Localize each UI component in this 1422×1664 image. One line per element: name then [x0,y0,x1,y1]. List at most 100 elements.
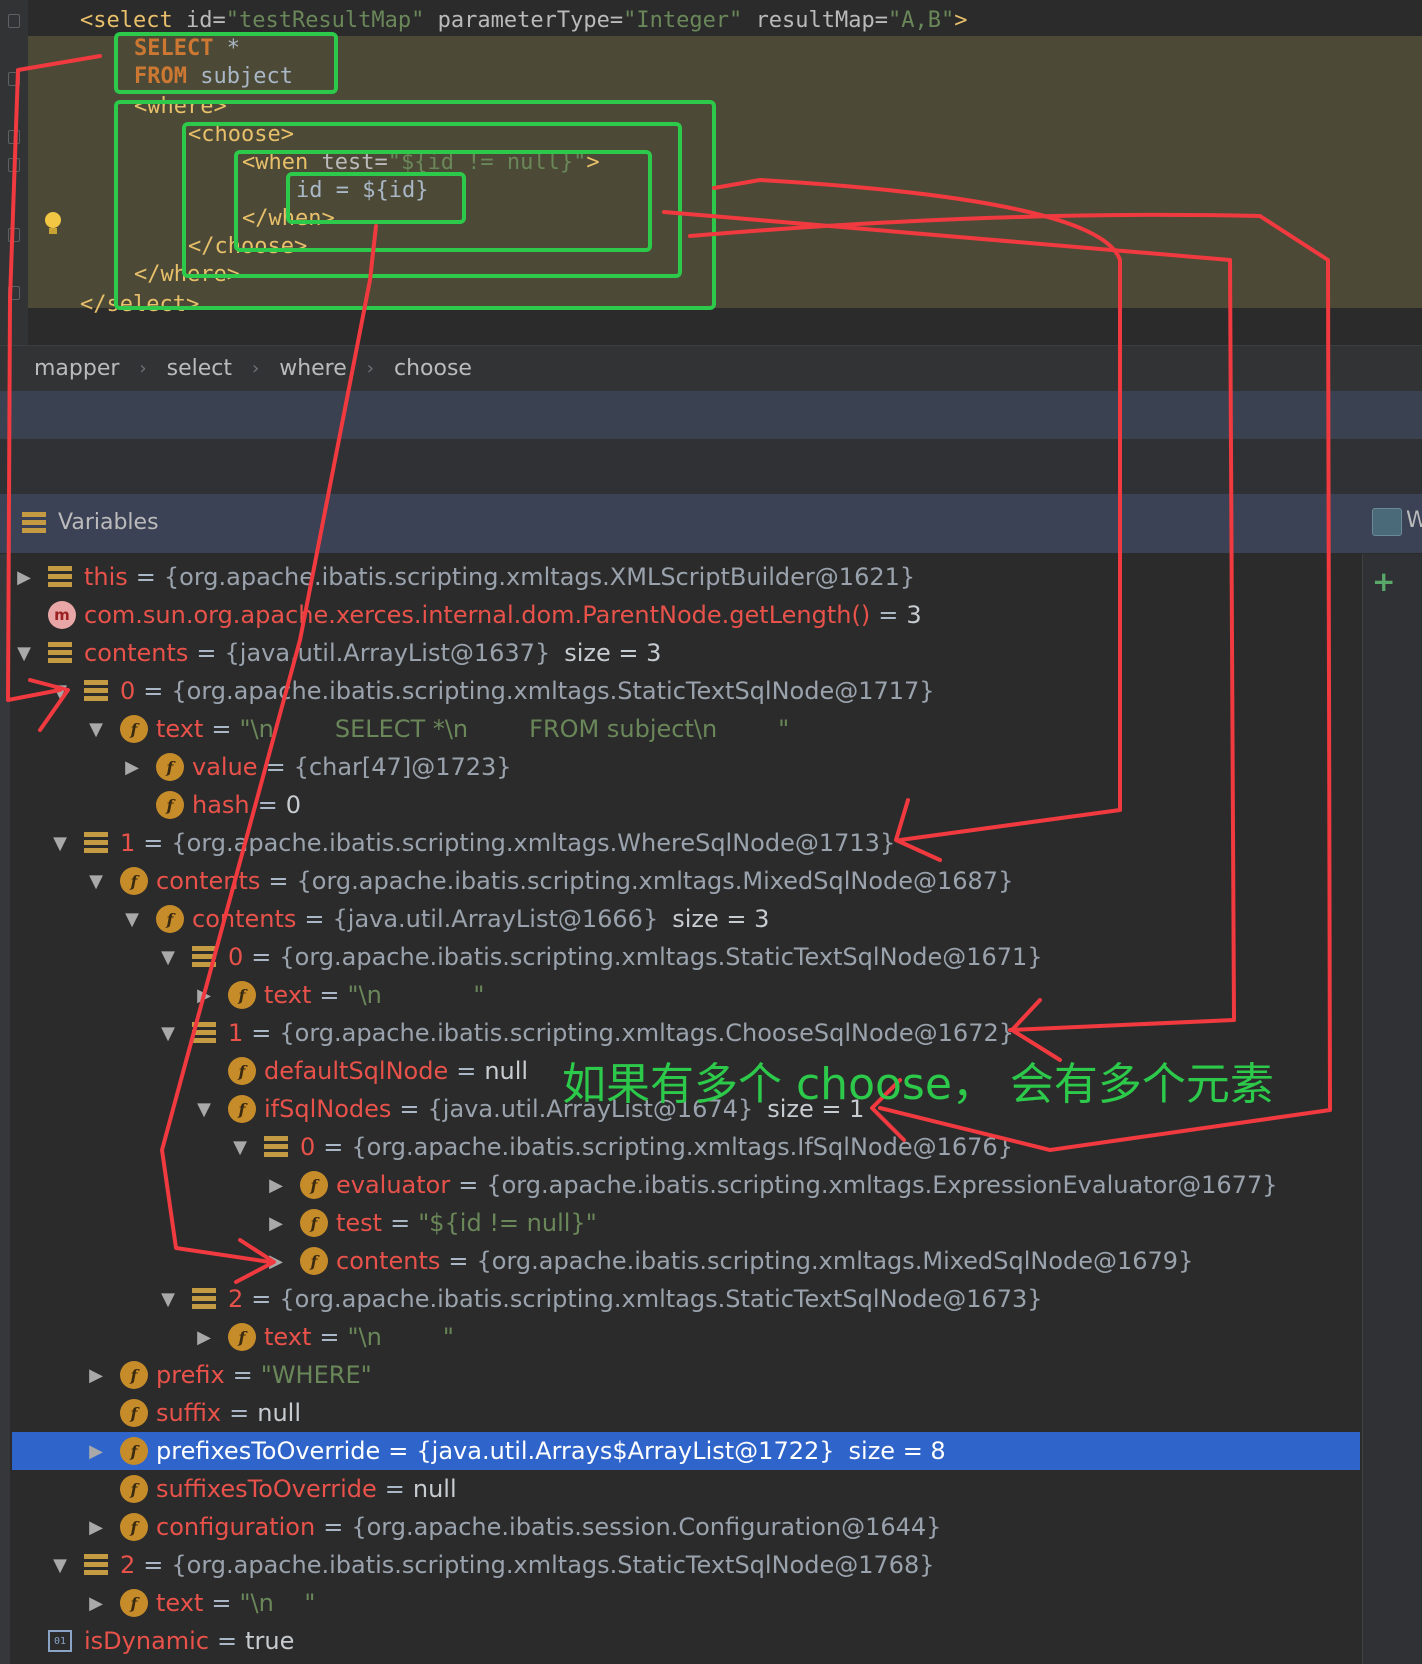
sql-text: * [213,36,240,61]
equals-sign: = [211,1589,232,1617]
expand-arrow-icon[interactable]: ▶ [89,1440,103,1462]
collapse-arrow-icon[interactable]: ▼ [161,1022,175,1044]
tree-row[interactable]: ▼2={org.apache.ibatis.scripting.xmltags.… [12,1280,1360,1318]
variable-value: {org.apache.ibatis.scripting.xmltags.IfS… [351,1133,1013,1161]
code-editor[interactable]: <select id="testResultMap" parameterType… [0,0,1422,345]
code-line-where-end[interactable]: </where> [134,260,240,290]
expand-arrow-icon[interactable]: ▶ [89,1364,103,1386]
lightbulb-icon[interactable] [42,210,64,238]
variable-name: 0 [228,943,244,971]
expand-arrow-icon[interactable]: ▶ [125,756,139,778]
attr: resultMap= [755,8,889,33]
tree-row[interactable]: ▼0={org.apache.ibatis.scripting.xmltags.… [12,1128,1360,1166]
breadcrumb-item-choose[interactable]: choose [393,356,472,381]
boolean-icon: 01 [48,1630,72,1652]
expand-arrow-icon[interactable]: ▶ [197,1326,211,1348]
collapse-arrow-icon[interactable]: ▼ [197,1098,211,1120]
collapse-arrow-icon[interactable]: ▼ [89,870,103,892]
collapse-arrow-icon[interactable]: ▼ [53,1554,67,1576]
collapse-arrow-icon[interactable]: ▼ [17,642,31,664]
code-line-choose-end[interactable]: </choose> [188,232,307,262]
fold-marker-icon[interactable] [8,130,20,144]
collapse-arrow-icon[interactable]: ▼ [161,946,175,968]
equals-sign: = [251,1019,272,1047]
code-line-select-kw[interactable]: SELECT * [134,34,240,64]
collapse-arrow-icon[interactable]: ▼ [125,908,139,930]
expand-arrow-icon[interactable]: ▶ [89,1516,103,1538]
editor-gutter[interactable] [0,0,28,345]
code-line-select-end[interactable]: </select> [80,290,199,320]
expand-arrow-icon[interactable]: ▶ [269,1212,283,1234]
code-line-select-open[interactable]: <select id="testResultMap" parameterType… [80,6,968,36]
collapse-arrow-icon[interactable]: ▼ [161,1288,175,1310]
expand-arrow-icon[interactable]: ▶ [269,1174,283,1196]
fold-marker-icon[interactable] [8,286,20,300]
breadcrumb-item-select[interactable]: select [166,356,232,381]
code-line-when-end[interactable]: </when> [242,204,335,234]
tree-row[interactable]: ▼2={org.apache.ibatis.scripting.xmltags.… [12,1546,1360,1584]
fold-marker-icon[interactable] [8,14,20,28]
code-line-where-open[interactable]: <where> [134,92,227,122]
code-line-choose-open[interactable]: <choose> [188,120,294,150]
tag: <select [80,8,173,33]
code-line-from[interactable]: FROM subject [134,62,293,92]
collapse-arrow-icon[interactable]: ▼ [233,1136,247,1158]
fold-marker-icon[interactable] [8,72,20,86]
fold-marker-icon[interactable] [8,228,20,242]
collapse-arrow-icon[interactable]: ▼ [89,718,103,740]
tree-row[interactable]: ▼1={org.apache.ibatis.scripting.xmltags.… [12,1014,1360,1052]
code-line-id-expr[interactable]: id = ${id} [296,176,428,206]
tree-row[interactable]: ▶this={org.apache.ibatis.scripting.xmlta… [12,558,1360,596]
equals-sign: = [384,1475,405,1503]
frames-area [0,438,1422,494]
equals-sign: = [143,677,164,705]
tree-row[interactable]: ▼1={org.apache.ibatis.scripting.xmltags.… [12,824,1360,862]
equals-sign: = [399,1095,420,1123]
variable-value: null [257,1399,301,1427]
variable-name: contents [84,639,189,667]
watches-tab-label[interactable]: W [1406,508,1422,533]
expand-arrow-icon[interactable]: ▶ [89,1592,103,1614]
watches-tab-icon[interactable] [1372,508,1402,536]
tree-row[interactable]: ▼contents={java.util.ArrayList@1637}size… [12,634,1360,672]
field-icon: f [228,1095,256,1123]
variable-name: prefixesToOverride [156,1437,381,1465]
collapse-arrow-icon[interactable]: ▼ [53,680,67,702]
breadcrumb-item-where[interactable]: where [279,356,347,381]
expand-arrow-icon[interactable]: ▶ [269,1250,283,1272]
code-line-when-open[interactable]: <when test="${id != null}"> [242,148,600,178]
breadcrumb-item-mapper[interactable]: mapper [34,356,120,381]
equals-sign: = [265,753,286,781]
object-icon [48,642,72,664]
expand-arrow-icon[interactable]: ▶ [17,566,31,588]
variables-panel-title: Variables [58,510,159,535]
field-icon: f [228,1057,256,1085]
variable-value: {org.apache.ibatis.scripting.xmltags.Sta… [279,1285,1043,1313]
add-watch-icon[interactable]: + [1372,565,1396,598]
tree-row[interactable]: ▼0={org.apache.ibatis.scripting.xmltags.… [12,672,1360,710]
collapse-arrow-icon[interactable]: ▼ [53,832,67,854]
tree-row[interactable]: ▼0={org.apache.ibatis.scripting.xmltags.… [12,938,1360,976]
object-icon [192,1288,216,1310]
fold-marker-icon[interactable] [8,158,20,172]
variable-name: prefix [156,1361,225,1389]
expand-arrow-icon[interactable]: ▶ [197,984,211,1006]
